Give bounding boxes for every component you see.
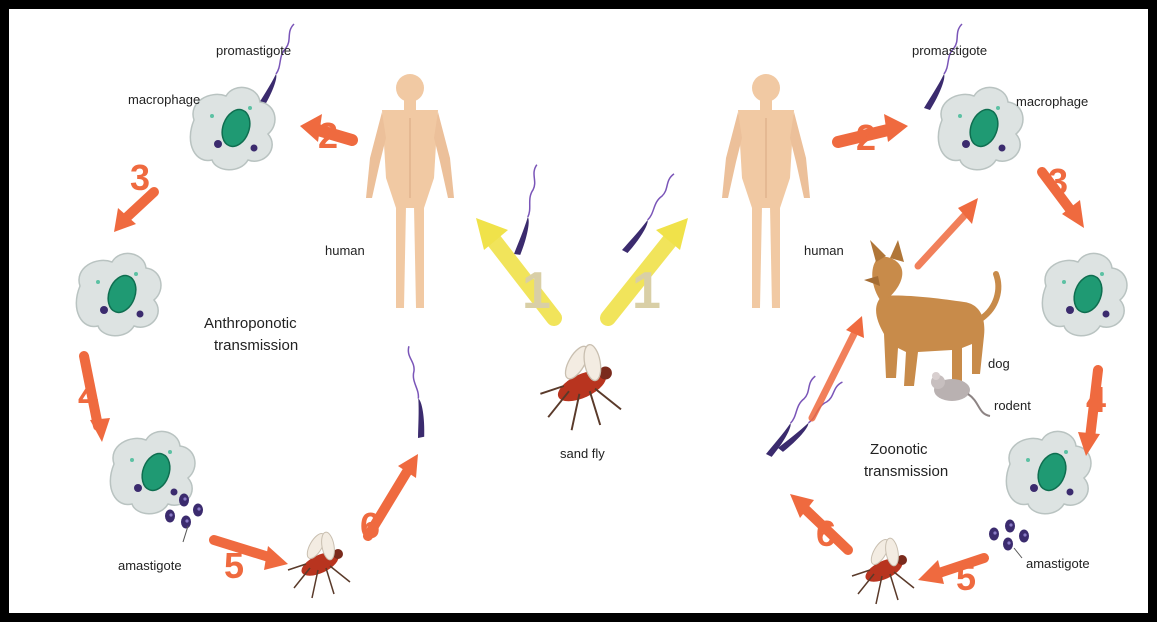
- anthroponotic-title-line2: transmission: [214, 337, 298, 354]
- left-step-5-arrow: 5: [214, 540, 288, 586]
- right-step-5-arrow: 5: [918, 557, 984, 598]
- right-macrophage-mid-icon: [1042, 253, 1127, 335]
- left-promastigote-released-icon: [376, 346, 452, 439]
- center-step-1-left-number: 1: [522, 262, 551, 320]
- left-promastigote-icon: [256, 24, 294, 110]
- anthroponotic-title-line1: Anthroponotic: [204, 315, 297, 332]
- right-step-3-arrow: 3: [1042, 161, 1084, 228]
- left-step-3-arrow: 3: [114, 157, 154, 232]
- center-sandfly-label: sand fly: [560, 446, 605, 461]
- right-step-4-number: 4: [1086, 379, 1106, 420]
- center-step-1-left-arrow: 1: [476, 218, 554, 320]
- right-step-6-arrow: 6: [790, 494, 848, 554]
- right-amastigote-label: amastigote: [1026, 556, 1090, 571]
- left-step-6-arrow: 6: [360, 454, 418, 546]
- right-amastigote-group-icon: [989, 520, 1029, 551]
- left-human-icon: [366, 74, 454, 308]
- left-macrophage-mid-icon: [76, 253, 161, 335]
- left-step-4-arrow: 4: [78, 356, 110, 442]
- right-macrophage-top-icon: [938, 87, 1023, 169]
- right-zoonotic-arrow-to-macrophage: [918, 198, 978, 266]
- left-step-5-number: 5: [224, 545, 244, 586]
- leishmania-life-cycle-diagram: promastigote macrophage human amastigote…: [18, 18, 1157, 622]
- right-zoonotic-arrow-to-dog: [812, 316, 864, 418]
- left-macrophage-label: macrophage: [128, 92, 200, 107]
- zoonotic-title-line2: transmission: [864, 463, 948, 480]
- right-step-6-number: 6: [816, 513, 836, 554]
- right-human-label: human: [804, 243, 844, 258]
- left-step-4-number: 4: [78, 375, 98, 416]
- right-step-5-number: 5: [956, 557, 976, 598]
- left-promastigote-label: promastigote: [216, 43, 291, 58]
- left-step-2-number: 2: [318, 115, 338, 156]
- right-amastigote-pointer: [1014, 548, 1022, 558]
- right-step-3-number: 3: [1048, 161, 1068, 202]
- center-promastigote-left-icon: [499, 165, 551, 256]
- right-human-icon: [722, 74, 810, 308]
- svg-text:promastigote: promastigote: [216, 43, 291, 58]
- left-amastigote-label: amastigote: [118, 558, 182, 573]
- center-step-1-right-arrow: 1: [608, 218, 688, 320]
- left-step-6-number: 6: [360, 505, 380, 546]
- right-macrophage-label: macrophage: [1016, 94, 1088, 109]
- center-step-1-right-number: 1: [632, 262, 661, 320]
- left-sandfly-icon: [288, 531, 350, 598]
- zoonotic-title-line1: Zoonotic: [870, 441, 928, 458]
- right-macrophage-bottom-icon: [1006, 431, 1091, 513]
- right-step-4-arrow: 4: [1078, 370, 1106, 456]
- center-sandfly-icon: [540, 343, 621, 430]
- right-sandfly-icon: [852, 537, 914, 604]
- right-step-2-arrow: 2: [838, 114, 908, 158]
- left-human-label: human: [325, 243, 365, 258]
- right-promastigote-label: promastigote: [912, 43, 987, 58]
- rodent-label: rodent: [994, 398, 1031, 413]
- dog-icon: [864, 240, 998, 386]
- right-step-2-number: 2: [856, 117, 876, 158]
- left-step-3-number: 3: [130, 157, 150, 198]
- dog-label: dog: [988, 356, 1010, 371]
- left-step-2-arrow: 2: [300, 114, 352, 156]
